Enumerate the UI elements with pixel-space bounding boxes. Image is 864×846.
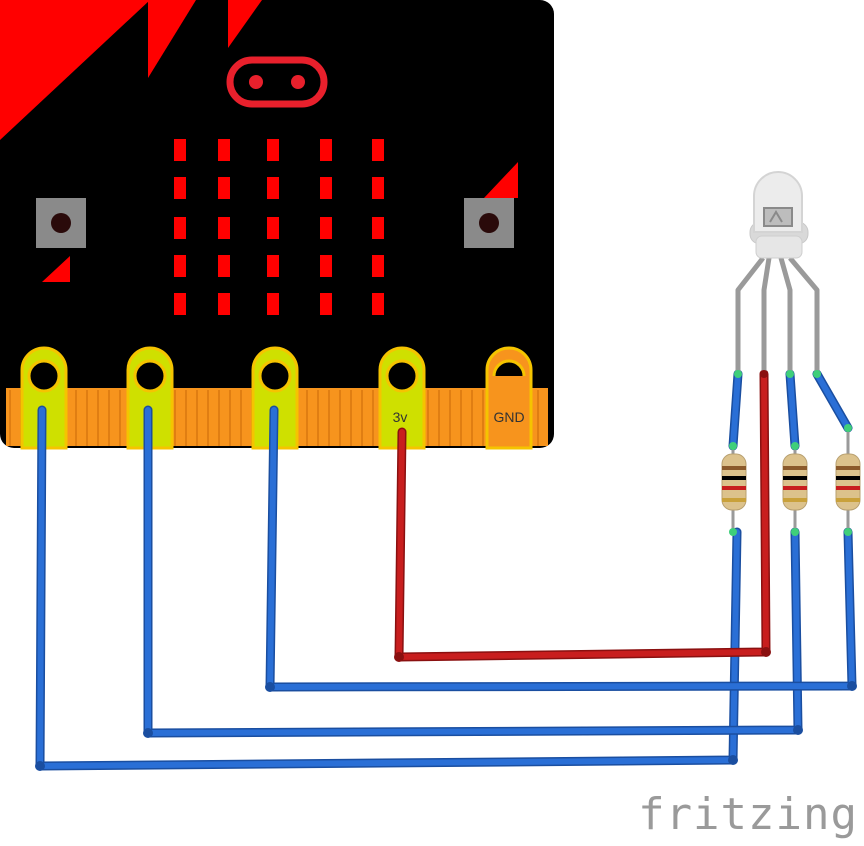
- led-2-2: [267, 217, 279, 239]
- led-2-4: [372, 217, 384, 239]
- microbit-board: 3v GND: [0, 0, 554, 450]
- led-3-2: [267, 255, 279, 277]
- board-art-spike: [148, 0, 196, 78]
- led-2-3: [320, 217, 332, 239]
- led-matrix: [174, 139, 384, 315]
- pin-label-3v: 3v: [393, 409, 408, 425]
- resistor-1[interactable]: [721, 442, 747, 536]
- wires: [35, 369, 857, 771]
- led-4-3: [320, 293, 332, 315]
- led-0-3: [320, 139, 332, 161]
- board-corner-art: [0, 0, 150, 140]
- button-b[interactable]: [464, 198, 514, 248]
- board-art-triangle: [484, 162, 518, 198]
- board-art-triangle: [42, 256, 70, 282]
- led-0-2: [267, 139, 279, 161]
- fritzing-watermark: fritzing: [638, 789, 858, 840]
- pin-pad-2: [251, 346, 299, 450]
- led-4-4: [372, 293, 384, 315]
- led-4-0: [174, 293, 186, 315]
- button-a[interactable]: [36, 198, 86, 248]
- resistor-3[interactable]: [835, 424, 861, 536]
- led-3-4: [372, 255, 384, 277]
- led-4-2: [267, 293, 279, 315]
- pin-pad-0: [20, 346, 68, 450]
- led-1-2: [267, 177, 279, 199]
- led-0-1: [218, 139, 230, 161]
- led-1-4: [372, 177, 384, 199]
- board-art-spike: [228, 0, 262, 48]
- resistor-2[interactable]: [782, 442, 808, 536]
- microbit-logo: [226, 56, 328, 108]
- rgb-led[interactable]: [734, 171, 821, 378]
- pin-label-gnd: GND: [493, 409, 524, 425]
- pin-pad-gnd: GND: [485, 346, 533, 450]
- led-2-0: [174, 217, 186, 239]
- led-1-0: [174, 177, 186, 199]
- led-4-1: [218, 293, 230, 315]
- led-1-1: [218, 177, 230, 199]
- led-3-1: [218, 255, 230, 277]
- led-3-3: [320, 255, 332, 277]
- led-3-0: [174, 255, 186, 277]
- pin-pad-3v: 3v: [378, 346, 426, 450]
- pin-pad-1: [126, 346, 174, 450]
- led-2-1: [218, 217, 230, 239]
- led-0-4: [372, 139, 384, 161]
- led-0-0: [174, 139, 186, 161]
- led-1-3: [320, 177, 332, 199]
